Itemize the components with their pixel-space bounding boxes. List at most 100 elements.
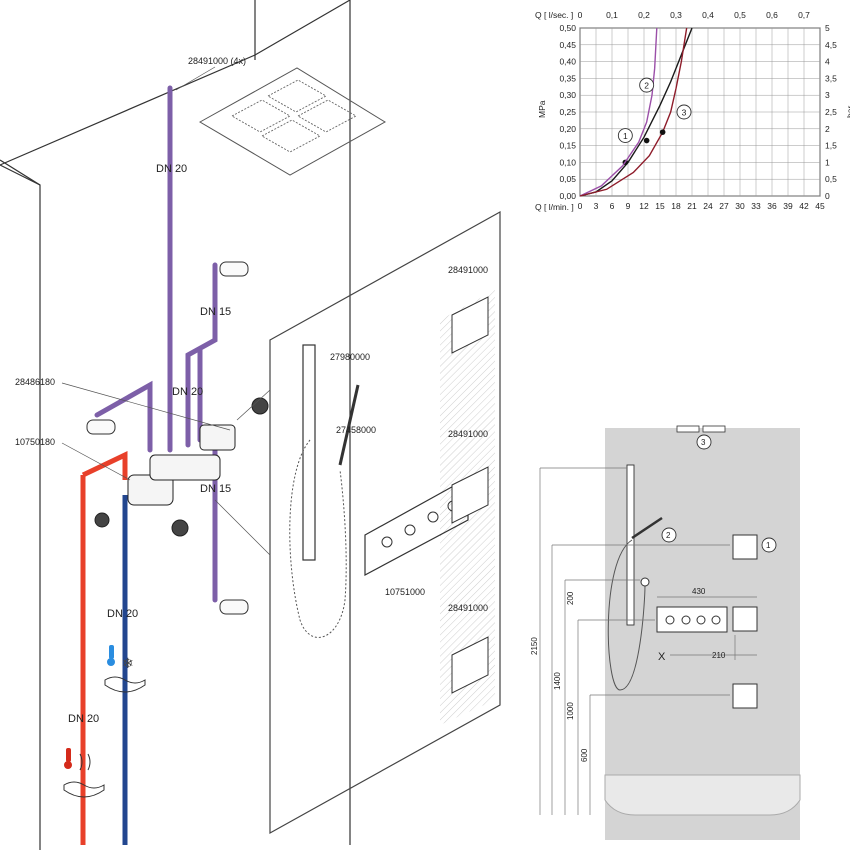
y-tick-left: 0,10 [559,157,576,167]
x-tick-top: 0,6 [766,10,778,20]
x-tick-bottom: 9 [626,201,631,211]
valve-body [94,397,269,537]
dn20-cold-label: DN 20 [107,608,138,620]
y-tick-right: 3 [825,90,830,100]
marker-2-front: 2 [666,531,671,540]
top-article-label: 28491000 (4x) [188,56,246,66]
rough-in-label: 10750180 [15,437,55,447]
dim-430: 430 [692,587,706,596]
y-axis-right-label: bar [845,106,850,118]
y-tick-left: 0,30 [559,90,576,100]
y-tick-right: 2 [825,124,830,134]
side-shower-2-label: 28491000 [448,429,488,439]
y-tick-left: 0,40 [559,57,576,67]
ceiling-shower [198,67,386,176]
wall-connectors [86,261,249,615]
x-tick-bottom: 39 [783,201,793,211]
x-tick-bottom: 42 [799,201,809,211]
valve-body-label: 28486180 [15,377,55,387]
series-marker-1: 1 [623,131,628,141]
y-tick-right: 3,5 [825,73,837,83]
series-marker-circle-1 [617,128,633,143]
dim-600: 600 [580,748,589,762]
x-tick-bottom: 36 [767,201,777,211]
dim-1400: 1400 [553,672,562,690]
series-curve-2 [579,27,658,197]
series-marker-circle-3 [676,104,692,120]
y-tick-right: 1,5 [825,141,837,151]
x-tick-top: 0,5 [734,10,746,20]
dn15-lower-label: DN 15 [200,483,231,495]
x-axis-top-label: Q [ l/sec. ] [535,10,573,20]
y-tick-left: 0,20 [559,124,576,134]
y-tick-left: 0,50 [559,23,576,33]
y-tick-left: 0,05 [559,174,576,184]
x-tick-bottom: 0 [578,201,583,211]
dim-210: 210 [712,651,726,660]
x-tick-bottom: 3 [594,201,599,211]
series-point-3 [659,129,666,135]
x-tick-top: 0,1 [606,10,618,20]
x-tick-bottom: 27 [719,201,729,211]
x-tick-bottom: 33 [751,201,761,211]
x-tick-top: 0,7 [798,10,810,20]
side-shower-1-label: 28491000 [448,265,488,275]
x-tick-bottom: 24 [703,201,713,211]
x-tick-top: 0 [578,10,583,20]
x-tick-top: 0,4 [702,10,714,20]
series-marker-2: 2 [644,81,649,91]
y-tick-right: 4 [825,57,830,67]
thermostat-label: 10751000 [385,587,425,597]
isometric-view: 28491000 (4x) DN 20 [0,0,501,850]
x-tick-bottom: 45 [815,201,825,211]
x-tick-bottom: 15 [655,201,665,211]
y-tick-left: 0,25 [559,107,576,117]
wall-elevation [605,428,800,840]
chart-grid [579,27,821,197]
series-marker-circle-2 [639,77,655,93]
series-marker-3: 3 [682,108,687,118]
y-tick-right: 5 [825,23,830,33]
x-tick-top: 0,3 [670,10,682,20]
x-tick-bottom: 18 [671,201,681,211]
x-tick-top: 0,2 [638,10,650,20]
x-tick-bottom: 12 [639,201,649,211]
side-shower-3-label: 28491000 [448,603,488,613]
cold-water-icon: ❄ [104,645,146,693]
y-tick-left: 0,45 [559,40,576,50]
y-tick-left: 0,00 [559,191,576,201]
marker-1-front: 1 [766,541,771,550]
front-view: 3 2 1 [530,425,801,840]
hot-water-icon [63,748,105,798]
y-tick-right: 2,5 [825,107,837,117]
dn15-upper-label: DN 15 [200,306,231,318]
y-tick-right: 4,5 [825,40,837,50]
dim-200: 200 [566,591,575,605]
svg-text:❄: ❄ [122,655,134,671]
x-tick-bottom: 30 [735,201,745,211]
dn20-top-label: DN 20 [156,163,187,175]
dn20-mid-label: DN 20 [172,386,203,398]
y-axis-left-label: MPa [537,100,547,118]
x-axis-bottom-label: Q [ l/min. ] [535,202,574,212]
series-point-2 [643,137,650,144]
y-tick-left: 0,35 [559,73,576,83]
rail-label: 27980000 [330,352,370,362]
y-tick-right: 0,5 [825,174,837,184]
y-tick-right: 0 [825,191,830,201]
x-tick-bottom: 6 [610,201,615,211]
finish-panel [214,210,501,835]
marker-3-front: 3 [701,438,706,447]
dn20-hot-label: DN 20 [68,713,99,725]
x-mark: X [658,651,666,663]
x-tick-bottom: 21 [687,201,697,211]
hand-shower-label: 27458000 [336,425,376,435]
y-tick-left: 0,15 [559,141,576,151]
wall-outline [0,0,351,850]
y-tick-right: 1 [825,157,830,167]
dim-2150: 2150 [530,637,539,655]
chart-series: 1 2 3 [579,27,693,197]
